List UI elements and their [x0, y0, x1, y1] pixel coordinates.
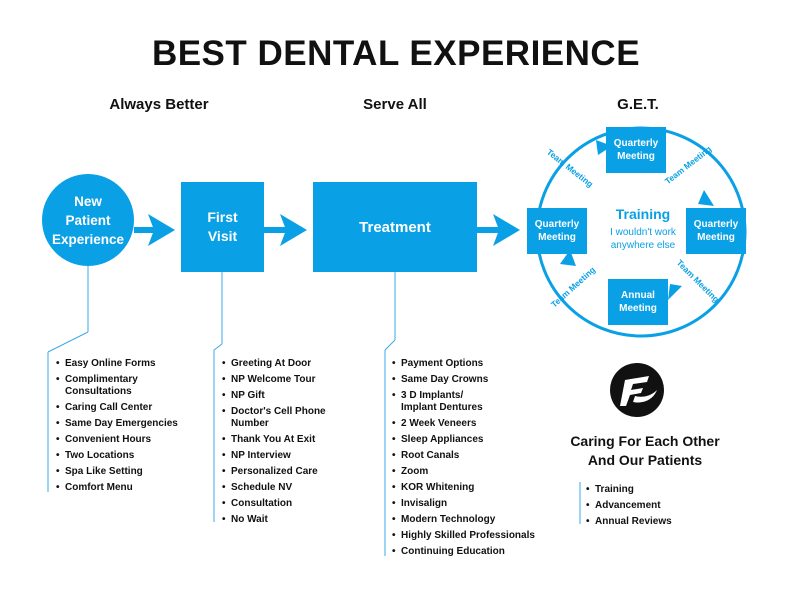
column-header-always-better: Always Better: [109, 96, 209, 113]
list-item: Thank You At Exit: [222, 434, 342, 446]
first-visit-node: First Visit: [181, 182, 264, 272]
list-item: Spa Like Setting: [56, 466, 186, 478]
arrow-shaft-2: [264, 227, 286, 233]
cycle-node-bottom: Annual Meeting: [608, 279, 668, 325]
training-subtitle: I wouldn't work anywhere else: [610, 227, 676, 251]
list-item: Advancement: [586, 500, 706, 512]
list-item: Two Locations: [56, 450, 186, 462]
arrow-head-3: [493, 214, 520, 246]
list-item: NP Gift: [222, 390, 342, 402]
cycle-arrowhead-4: [560, 250, 576, 266]
page-title: BEST DENTAL EXPERIENCE: [151, 34, 641, 73]
list-item: NP Interview: [222, 450, 342, 462]
list-item: Modern Technology: [392, 514, 552, 526]
list-item: Payment Options: [392, 358, 552, 370]
list-item: Same Day Emergencies: [56, 418, 186, 430]
arrow-shaft-3: [477, 227, 499, 233]
new-patient-list: Easy Online Forms Complimentary Consulta…: [56, 358, 186, 498]
new-patient-experience-node: New Patient Experience: [42, 174, 134, 266]
list-item: Highly Skilled Professionals: [392, 530, 552, 542]
list-item: 3 D Implants/ Implant Dentures: [392, 390, 501, 414]
list-item: Sleep Appliances: [392, 434, 552, 446]
first-visit-list: Greeting At Door NP Welcome Tour NP Gift…: [222, 358, 342, 530]
treatment-node: Treatment: [313, 182, 477, 272]
caring-line-1: Caring For Each Other: [570, 433, 720, 449]
caring-list: Training Advancement Annual Reviews: [586, 484, 706, 532]
list-item: Consultation: [222, 498, 342, 510]
list-item: Training: [586, 484, 706, 496]
list-item: Root Canals: [392, 450, 552, 462]
cycle-arrowhead-1: [596, 140, 612, 155]
list-item: Convenient Hours: [56, 434, 186, 446]
treatment-list: Payment Options Same Day Crowns 3 D Impl…: [392, 358, 552, 562]
cycle-arrowhead-3: [668, 284, 682, 300]
new-patient-label-2: Patient: [65, 212, 111, 228]
list-item: Personalized Care: [222, 466, 342, 478]
caring-heading: Caring For Each Other And Our Patients: [530, 432, 760, 470]
list-item: Easy Online Forms: [56, 358, 186, 370]
list-item: NP Welcome Tour: [222, 374, 342, 386]
cycle-node-left: Quarterly Meeting: [527, 208, 587, 254]
training-title: Training: [615, 206, 671, 222]
list-item: Annual Reviews: [586, 516, 706, 528]
list-item: Invisalign: [392, 498, 552, 510]
list-item: Comfort Menu: [56, 482, 186, 494]
list-item: Schedule NV: [222, 482, 342, 494]
first-visit-label-2: Visit: [207, 228, 238, 244]
cycle-arrowhead-2: [698, 190, 714, 206]
list-item: Zoom: [392, 466, 552, 478]
column-header-serve-all: Serve All: [363, 96, 427, 113]
column-header-get: G.E.T.: [617, 96, 659, 113]
list-item: Caring Call Center: [56, 402, 186, 414]
new-patient-label-1: New: [74, 193, 102, 209]
list-item: Doctor's Cell Phone Number: [222, 406, 342, 430]
f-logo-icon: [610, 363, 664, 417]
caring-line-2: And Our Patients: [587, 452, 703, 468]
arrow-head-2: [280, 214, 307, 246]
cycle-node-right: Quarterly Meeting: [686, 208, 746, 254]
arrow-head-1: [148, 214, 175, 246]
list-item: 2 Week Veneers: [392, 418, 552, 430]
list-item: Greeting At Door: [222, 358, 342, 370]
list-item: Continuing Education: [392, 546, 552, 558]
list-item: KOR Whitening: [392, 482, 552, 494]
cycle-node-top: Quarterly Meeting: [606, 127, 666, 173]
list-item: No Wait: [222, 514, 342, 526]
new-patient-label-3: Experience: [51, 231, 125, 247]
first-visit-label-1: First: [207, 209, 238, 225]
arrow-shaft-1: [134, 227, 154, 233]
list-item: Complimentary Consultations: [56, 374, 186, 398]
list-item: Same Day Crowns: [392, 374, 552, 386]
